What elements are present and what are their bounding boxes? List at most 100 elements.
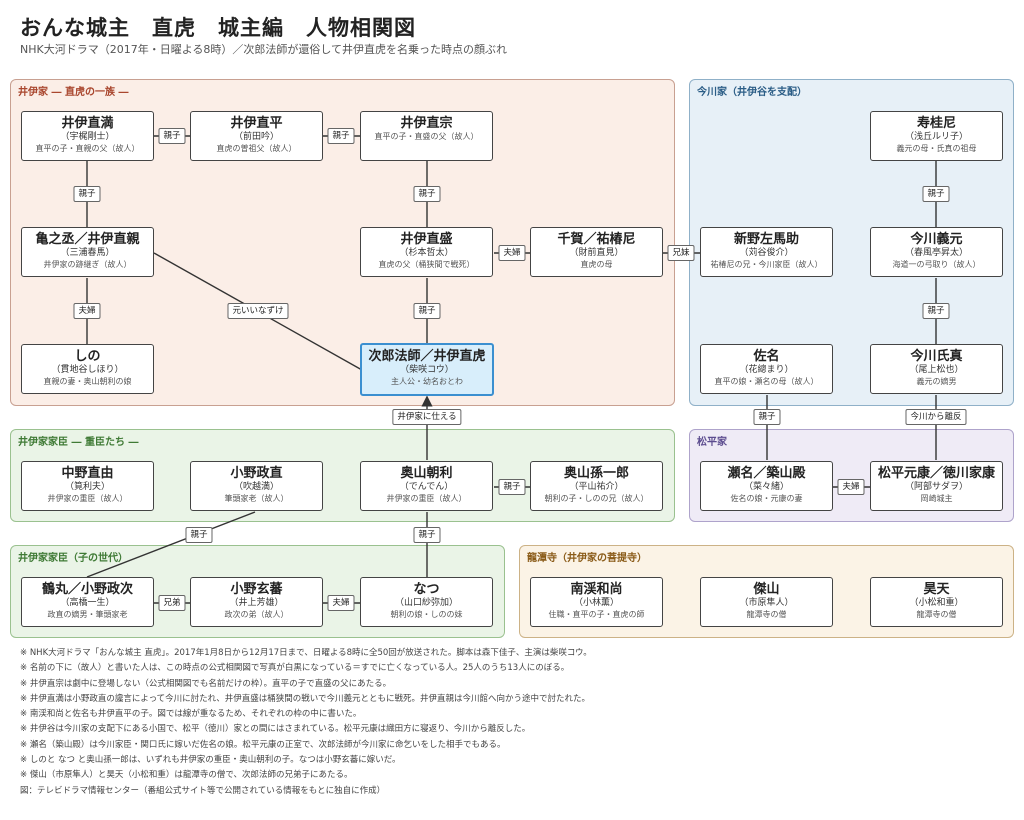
person-genba: 小野玄蕃（井上芳雄）政次の弟（故人） (190, 577, 323, 627)
relation-label: 夫婦 (498, 245, 526, 261)
person-naomori: 井伊直盛（杉本哲太）直虎の父（桶狭間で戦死） (360, 227, 493, 277)
person-note: 井伊家の重臣（故人） (386, 494, 467, 503)
person-natsu: なつ（山口紗弥加） 朝利の娘・しのの妹 (360, 577, 493, 627)
relation-label: 親子 (753, 409, 781, 425)
person-actor: （春風亭昇太） (904, 248, 968, 258)
relation-label: 親子 (498, 479, 526, 495)
person-actor: （前田吟） (233, 132, 279, 142)
relation-label: 親子 (73, 186, 101, 202)
relation-label: 親子 (413, 303, 441, 319)
relation-label: 親子 (185, 527, 213, 543)
person-name: 中野直由 (61, 466, 114, 481)
person-note: 義元の嫡男 (916, 377, 957, 386)
person-note: 義元の母・氏真の祖母 (896, 144, 977, 153)
group-label-retainers-children: 井伊家家臣（子の世代） (18, 553, 128, 564)
person-actor: （小林薫） (573, 598, 619, 608)
person-name: 瀬名／築山殿 (727, 466, 806, 481)
person-note: 直平の子・直親の父（故人） (35, 144, 140, 153)
footnote: ※ しのと なつ と奥山孫一郎は、いずれも井伊家の重臣・奥山朝利の子。なつは小野… (20, 755, 401, 766)
relation-label: 夫婦 (73, 303, 101, 319)
person-chika: 千賀／祐椿尼（財前直見）直虎の母 (530, 227, 663, 277)
person-kesan: 傑山（市原隼人）龍潭寺の僧 (700, 577, 833, 627)
line-masanao-masatsugu (86, 511, 256, 578)
relation-label: 兄妹 (667, 245, 695, 261)
person-note: 朝利の娘・しのの妹 (390, 610, 463, 619)
person-naochika: 亀之丞／井伊直親（三浦春馬） 井伊家の跡継ぎ（故人） (21, 227, 154, 277)
relation-label: 夫婦 (327, 595, 355, 611)
person-name: なつ (413, 582, 440, 597)
person-note: 政直の嫡男・筆頭家老 (47, 610, 128, 619)
person-masatsugu: 鶴丸／小野政次（高橋一生）政直の嫡男・筆頭家老 (21, 577, 154, 627)
person-shino: しの（貫地谷しほり）直親の妻・奥山朝利の娘 (21, 344, 154, 394)
person-name: 傑山 (753, 582, 780, 597)
person-actor: （柴咲コウ） (400, 365, 454, 375)
person-actor: （花總まり） (739, 365, 794, 375)
page-title: おんな城主 直虎 城主編 人物相関図 (20, 16, 416, 40)
person-note: 祐椿尼の兄・今川家臣（故人） (710, 260, 823, 269)
footnote-source: 図：テレビドラマ情報センター（番組公式サイト等で公開されている情報をもとに独自に… (20, 785, 386, 796)
footnote: ※ 傑山（市原隼人）と昊天（小松和重）は龍潭寺の僧で、次郎法師の兄弟子にあたる。 (20, 770, 353, 781)
page-subtitle: NHK大河ドラマ（2017年・日曜よる8時）／次郎法師が還俗して井伊直虎を名乗っ… (20, 43, 508, 56)
person-name: 寿桂尼 (916, 116, 956, 131)
person-note: 主人公・幼名おとわ (391, 377, 463, 386)
relation-label: 親子 (413, 186, 441, 202)
person-ujizane: 今川氏真（尾上松也）義元の嫡男 (870, 344, 1003, 394)
person-sena: 瀬名／築山殿（菜々緒） 佐名の娘・元康の妻 (700, 461, 833, 511)
person-note: 佐名の娘・元康の妻 (730, 494, 803, 503)
person-name: 昊天 (923, 582, 950, 597)
person-name: 今川義元 (910, 232, 963, 247)
person-note: 岡崎城主 (920, 494, 953, 503)
person-name: 井伊直満 (61, 116, 114, 131)
person-actor: （苅谷俊介） (739, 248, 794, 258)
footnote: ※ 南渓和尚と佐名も井伊直平の子。図では線が重なるため、それぞれの枠の中に書いた… (20, 709, 362, 720)
group-label-ryotanji: 龍潭寺（井伊家の菩提寺） (527, 553, 647, 564)
person-name: 奥山孫一郎 (563, 466, 629, 481)
person-note: 井伊家の跡継ぎ（故人） (43, 260, 132, 269)
relation-label: 親子 (327, 128, 355, 144)
person-actor: （井上芳雄） (229, 598, 284, 608)
person-actor: （阿部サダヲ） (904, 482, 968, 492)
person-name: 奥山朝利 (400, 466, 453, 481)
person-note: 直親の妻・奥山朝利の娘 (43, 377, 132, 386)
person-name: 井伊直盛 (400, 232, 453, 247)
person-name: 小野玄蕃 (230, 582, 283, 597)
person-note: 龍潭寺の僧 (916, 610, 957, 619)
relation-label: 井伊家に仕える (392, 409, 462, 425)
footnotes: ※ NHK大河ドラマ「おんな城主 直虎」。2017年1月8日から12月17日まで… (20, 646, 1005, 799)
person-name: 亀之丞／井伊直親 (35, 232, 140, 247)
footnote: ※ NHK大河ドラマ「おんな城主 直虎」。2017年1月8日から12月17日まで… (20, 648, 592, 658)
person-note: 海道一の弓取り（故人） (892, 260, 981, 269)
person-name: 新野左馬助 (733, 232, 799, 247)
person-ieyasu: 松平元康／徳川家康（阿部サダヲ）岡崎城主 (870, 461, 1003, 511)
person-actor: （菜々緒） (743, 482, 789, 492)
relation-label: 親子 (158, 128, 186, 144)
person-note: 直平の娘・瀬名の母（故人） (714, 377, 819, 386)
person-sana: 佐名（花總まり） 直平の娘・瀬名の母（故人） (700, 344, 833, 394)
group-label-ii-family: 井伊家 ― 直虎の一族 ― (18, 87, 129, 98)
relation-label: 夫婦 (837, 479, 865, 495)
group-label-matsudaira: 松平家 (697, 437, 727, 448)
person-nakano: 中野直由（筧利夫）井伊家の重臣（故人） (21, 461, 154, 511)
person-actor: （平山祐介） (569, 482, 624, 492)
person-name: 佐名 (753, 349, 780, 364)
person-name: 鶴丸／小野政次 (41, 582, 133, 597)
person-magoichiro: 奥山孫一郎（平山祐介） 朝利の子・しのの兄（故人） (530, 461, 663, 511)
person-actor: （宇梶剛士） (60, 132, 115, 142)
relation-label: 兄弟 (158, 595, 186, 611)
person-name: 今川氏真 (910, 349, 963, 364)
person-name: 次郎法師／井伊直虎 (368, 349, 486, 364)
person-actor: （杉本哲太） (399, 248, 454, 258)
person-note: 筆頭家老（故人） (224, 494, 289, 503)
relation-label: 親子 (922, 186, 950, 202)
relation-label: 親子 (922, 303, 950, 319)
person-note: 朝利の子・しのの兄（故人） (544, 494, 649, 503)
person-masanao: 小野政直（吹越満）筆頭家老（故人） (190, 461, 323, 511)
person-name: 井伊直平 (230, 116, 283, 131)
person-actor: （筧利夫） (64, 482, 110, 492)
person-jukeini: 寿桂尼（浅丘ルリ子）義元の母・氏真の祖母 (870, 111, 1003, 161)
person-actor: （三浦春馬） (60, 248, 115, 258)
person-actor: （財前直見） (569, 248, 624, 258)
person-tomotoshi: 奥山朝利（でんでん）井伊家の重臣（故人） (360, 461, 493, 511)
person-actor: （市原隼人） (739, 598, 794, 608)
person-actor: （山口紗弥加） (394, 598, 458, 608)
